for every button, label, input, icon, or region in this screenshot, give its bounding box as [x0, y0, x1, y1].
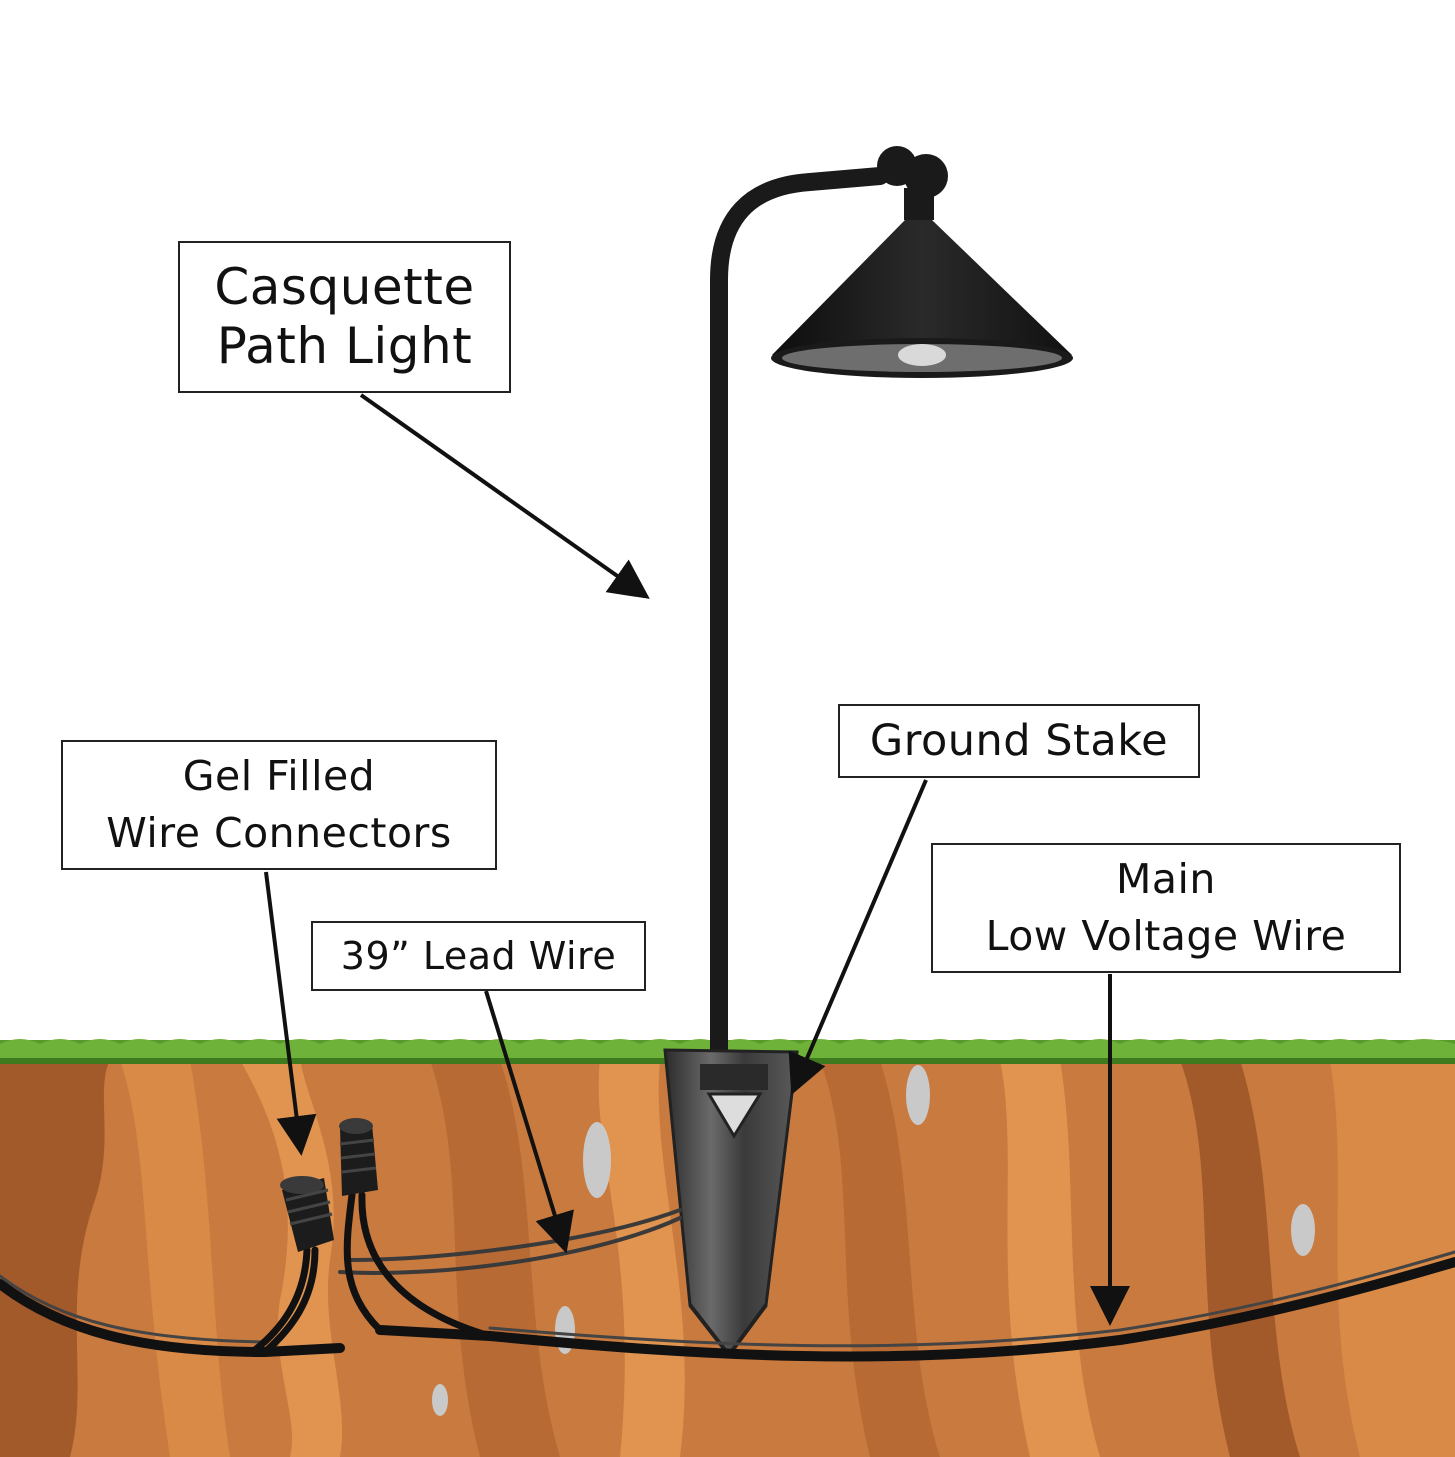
arrow-lead-wire	[484, 990, 574, 1254]
wire-connector-right	[339, 1118, 378, 1196]
label-gel-line2: Wire Connectors	[106, 809, 452, 857]
callout-arrows	[264, 393, 1130, 1326]
label-gel-filled-wire-connectors: Gel Filled Wire Connectors	[61, 740, 497, 870]
label-lead-wire: 39” Lead Wire	[311, 921, 646, 991]
label-gel-line1: Gel Filled	[182, 752, 376, 801]
arrow-ground-stake	[788, 779, 928, 1096]
label-main-line2: Low Voltage Wire	[985, 912, 1347, 960]
ground-stake	[663, 1048, 799, 1359]
label-casquette-line1: Casquette	[214, 258, 475, 316]
label-main-low-voltage-wire: Main Low Voltage Wire	[931, 843, 1401, 973]
low-voltage-wire	[0, 1250, 1455, 1362]
arrow-casquette	[359, 393, 650, 599]
path-light-fixture	[710, 146, 1073, 1059]
label-main-line1: Main	[1116, 855, 1216, 904]
label-ground-stake-text: Ground Stake	[869, 715, 1169, 766]
label-casquette-line2: Path Light	[216, 317, 473, 375]
label-casquette-path-light: Casquette Path Light	[178, 241, 511, 393]
wire-connector-left	[280, 1176, 334, 1252]
label-lead-wire-text: 39” Lead Wire	[340, 933, 617, 978]
label-ground-stake: Ground Stake	[838, 704, 1200, 778]
arrow-gel-connectors	[264, 871, 317, 1156]
connector-leads	[251, 1191, 494, 1356]
